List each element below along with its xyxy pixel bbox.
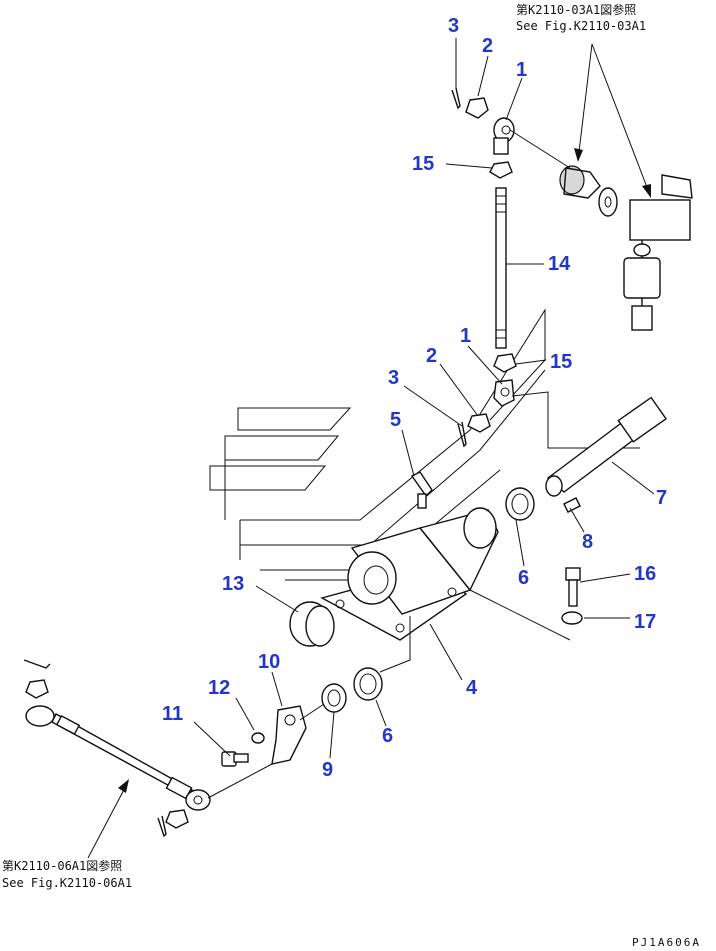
bottom-reference-en: See Fig.K2110-06A1	[2, 876, 132, 890]
cotter-pin-mid	[457, 421, 467, 448]
lower-linkage-rod	[23, 659, 273, 838]
top-reference-jp: 第K2110-03A1図参照	[516, 2, 636, 17]
callout-7: 7	[656, 487, 667, 509]
top-reference-arrows	[574, 43, 651, 198]
locknut-mid	[493, 353, 517, 373]
bolt	[565, 567, 581, 607]
lever-arm	[271, 703, 325, 765]
grease-fitting	[410, 471, 433, 509]
callout-6-upper: 6	[518, 567, 529, 589]
nut-mid	[467, 413, 491, 433]
callout-17: 17	[634, 611, 656, 633]
callout-3-mid: 3	[388, 367, 399, 389]
bolt-axis-line	[469, 589, 571, 641]
shaft-axis-line	[379, 616, 411, 673]
threaded-rod	[495, 187, 507, 349]
bracket	[320, 507, 499, 641]
bottom-reference-arrow	[87, 779, 129, 859]
lever-bolt	[221, 751, 249, 767]
callout-11: 11	[162, 703, 183, 725]
bushing-lower	[353, 667, 383, 701]
callout-16: 16	[634, 563, 656, 585]
cap	[289, 601, 335, 647]
nut-top	[465, 97, 489, 119]
upper-reference-parts	[559, 165, 693, 331]
callout-15-mid: 15	[550, 351, 572, 373]
rod-end-top	[493, 117, 571, 169]
key	[563, 497, 581, 513]
callout-3-top: 3	[448, 15, 459, 37]
callout-1-mid: 1	[460, 325, 471, 347]
rod-end-mid	[493, 379, 515, 407]
callouts: 3 2 1 15 14 1 2 15 3 5 7 8 6 16 13 17 10…	[162, 15, 667, 781]
callout-15-top: 15	[412, 153, 434, 175]
top-reference-en: See Fig.K2110-03A1	[516, 19, 646, 33]
cotter-pin-top	[451, 87, 461, 110]
bushing-upper	[505, 487, 535, 521]
callout-14: 14	[548, 253, 571, 275]
callout-9: 9	[322, 759, 333, 781]
callout-12: 12	[208, 677, 230, 699]
locknut-top	[489, 161, 513, 179]
bottom-reference-jp: 第K2110-06A1図参照	[2, 858, 122, 873]
callout-13: 13	[222, 573, 244, 595]
pivot-shaft	[545, 396, 668, 497]
callout-5: 5	[390, 409, 401, 431]
collar	[321, 683, 347, 713]
washer	[561, 611, 583, 625]
callout-6-lower: 6	[382, 725, 393, 747]
callout-2-mid: 2	[426, 345, 437, 367]
leader-lines	[193, 38, 655, 759]
callout-4: 4	[466, 677, 478, 699]
callout-1-top: 1	[516, 59, 527, 81]
callout-10: 10	[258, 651, 280, 673]
spring-washer	[251, 732, 265, 744]
callout-2-top: 2	[482, 35, 493, 57]
drawing-code: PJ1A606A	[632, 936, 701, 949]
callout-8: 8	[582, 531, 593, 553]
